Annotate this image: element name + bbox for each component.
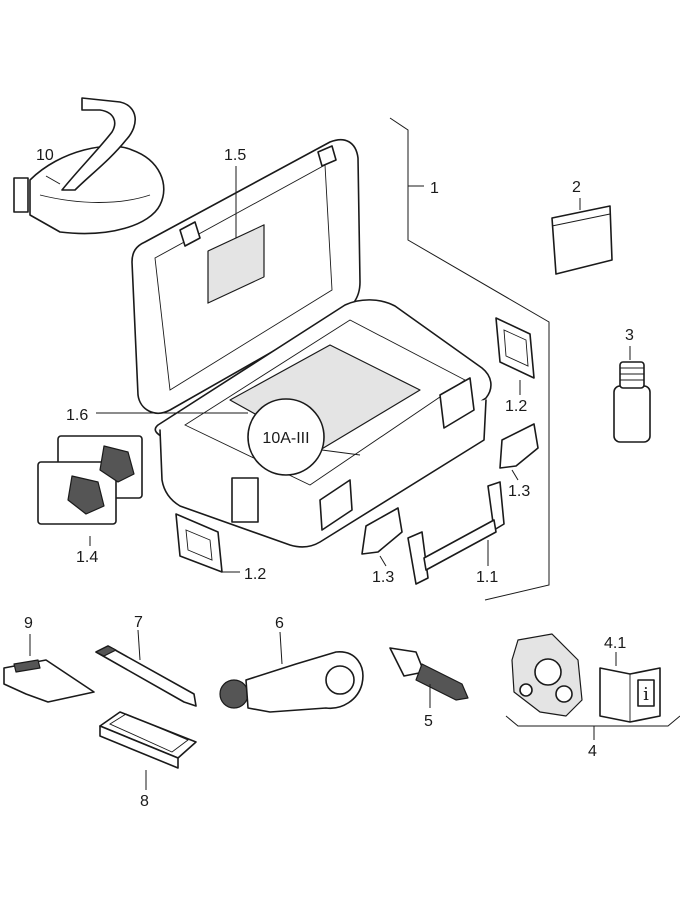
strap-part [13, 97, 165, 235]
case-lid [131, 138, 361, 414]
clip-part-right [499, 423, 539, 481]
marker-pen-part [95, 629, 197, 707]
deburring-tool-part [389, 647, 469, 708]
latch-part-upper [495, 317, 535, 395]
case-body [154, 299, 492, 548]
labels: 1 1.1 1.2 1.2 1.3 1.3 1.4 1.5 1.6 2 3 4 … [24, 147, 634, 810]
callout-text: 10A-III [262, 430, 309, 447]
label-1-2-upper: 1.2 [505, 398, 527, 415]
leader-10 [45, 175, 61, 185]
bottle-part [613, 346, 651, 443]
tag-part [3, 634, 95, 703]
press-jaw-part [511, 633, 583, 717]
label-1-1: 1.1 [476, 569, 498, 586]
label-6: 6 [275, 615, 284, 632]
info-card-part [551, 198, 613, 275]
label-4-1: 4.1 [604, 635, 626, 652]
jaw-inserts-part [37, 435, 143, 525]
bracket-item-1 [389, 117, 550, 601]
label-5: 5 [424, 713, 433, 730]
bracket-item-4 [505, 715, 680, 727]
callout-10a-iii: 10A-III [247, 398, 361, 476]
blade-box-part [99, 711, 197, 790]
clip-part-lower [361, 507, 403, 567]
label-4: 4 [588, 743, 597, 760]
info-icon: i [643, 684, 649, 705]
label-1-2-lower: 1.2 [244, 566, 266, 583]
latch-part-lower [175, 513, 240, 573]
label-1-3-right: 1.3 [508, 483, 530, 500]
label-1-4: 1.4 [76, 549, 98, 566]
label-3: 3 [625, 327, 634, 344]
handle-part [407, 481, 505, 585]
label-1-6: 1.6 [66, 407, 88, 424]
label-2: 2 [572, 179, 581, 196]
label-7: 7 [134, 614, 143, 631]
manual-part: i [599, 652, 661, 723]
label-1: 1 [430, 180, 439, 197]
label-9: 9 [24, 615, 33, 632]
label-1-3-lower: 1.3 [372, 569, 394, 586]
label-1-5: 1.5 [224, 147, 246, 164]
label-10: 10 [36, 147, 54, 164]
pipe-cutter-part [219, 631, 364, 713]
label-8: 8 [140, 793, 149, 810]
